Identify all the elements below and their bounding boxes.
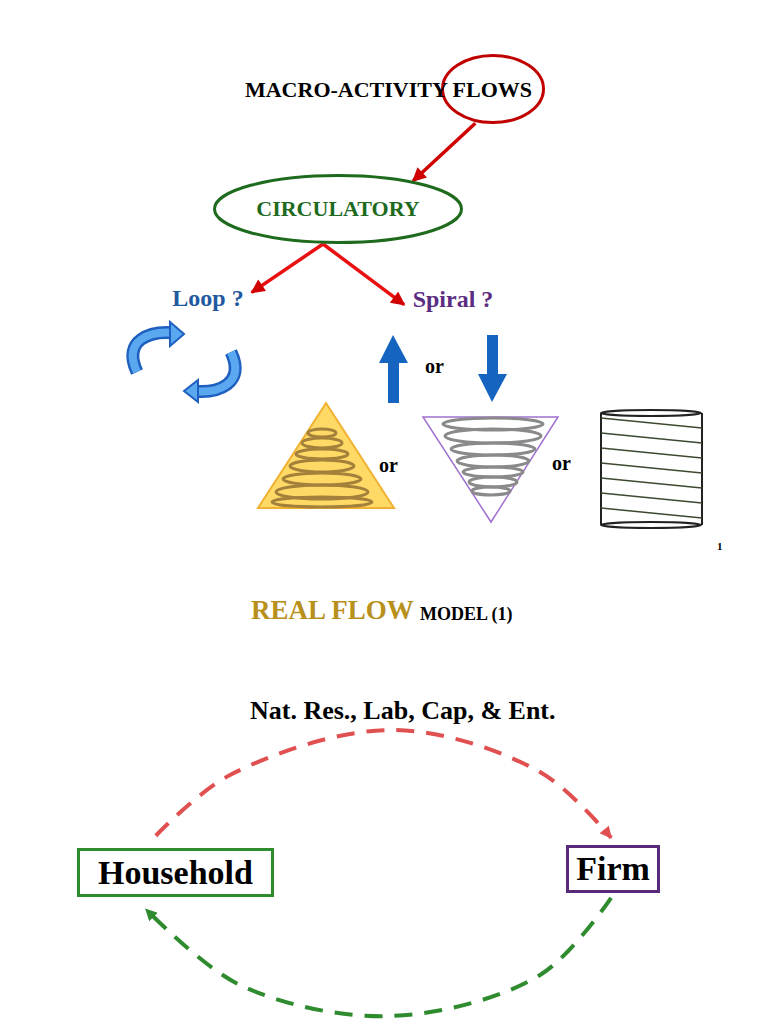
loop-arrowhead <box>170 322 184 346</box>
connector-word: or <box>425 356 444 376</box>
branch-arrow <box>252 244 323 292</box>
connector-word: or <box>552 453 571 473</box>
spring-coil <box>601 418 702 518</box>
cylinder-side <box>701 413 703 525</box>
spring-coil <box>308 429 336 437</box>
cylinder-end <box>601 410 701 416</box>
spring-coil <box>272 497 372 507</box>
spring-coil <box>451 443 535 455</box>
spring-coil <box>469 477 517 487</box>
ellipse-shape <box>215 176 462 243</box>
inverted-pyramid-spiral <box>423 417 558 522</box>
pyramid-triangle <box>258 403 394 508</box>
option-label: Loop ? <box>166 284 250 312</box>
node-text: MACRO-ACTIVITY FLOWS <box>245 79 532 101</box>
branch-arrow <box>413 123 475 181</box>
slide-heading: REAL FLOW <box>251 597 414 624</box>
arrow-shaft <box>388 361 399 403</box>
cylinder-end <box>601 522 701 528</box>
sector-box: Firm <box>566 845 660 893</box>
flow-label: Nat. Res., Lab, Cap, & Ent. <box>250 698 556 724</box>
option-label: Spiral ? <box>406 285 500 313</box>
connector-word: or <box>379 455 398 475</box>
spring-coil <box>283 473 361 485</box>
circulatory-ellipse: CIRCULATORY <box>213 174 463 244</box>
arrow-shaft <box>487 335 498 376</box>
spring-coil <box>290 460 354 472</box>
arrow-head <box>478 374 507 402</box>
spring-coil <box>445 429 541 443</box>
dashed-flow-arrow <box>156 730 611 838</box>
flows-ellipse: MACRO-ACTIVITY FLOWS <box>441 54 545 124</box>
spring-coil <box>296 449 348 459</box>
node-text: CIRCULATORY <box>256 198 419 220</box>
sector-box: Household <box>77 848 274 897</box>
loop-arrowhead <box>184 380 198 402</box>
inverted-triangle <box>423 417 558 522</box>
spring-coil <box>472 487 510 495</box>
spring-coil <box>302 438 342 448</box>
down-arrow <box>478 335 507 402</box>
node-text: Loop ? <box>172 286 243 310</box>
slide-heading-suffix: MODEL (1) <box>420 605 513 623</box>
dashed-flow-arrow <box>146 898 611 1016</box>
loop-symbol <box>133 322 235 402</box>
arrow-head <box>379 335 408 363</box>
branch-arrow <box>323 244 404 305</box>
spring-coil <box>457 455 529 467</box>
up-arrow <box>379 335 408 403</box>
page-number: 1 <box>717 541 723 552</box>
pyramid-spiral <box>258 403 394 508</box>
cylinder-spring <box>601 410 702 528</box>
node-text: Spiral ? <box>413 287 494 311</box>
node-text: Firm <box>576 852 650 886</box>
node-text: Household <box>98 856 253 890</box>
